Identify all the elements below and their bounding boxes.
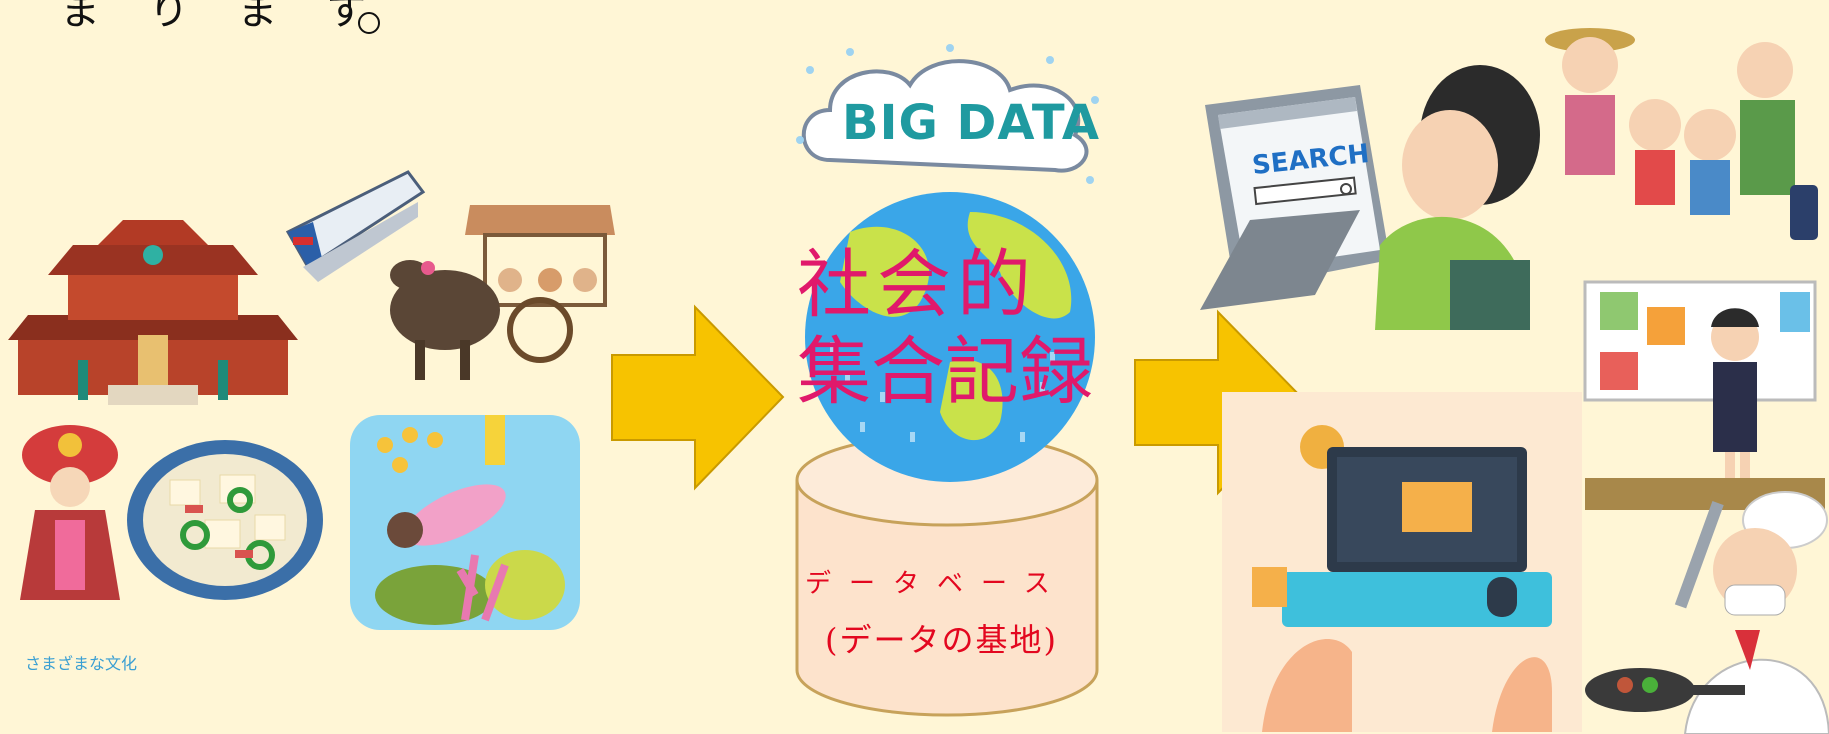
globe-icon (805, 192, 1095, 482)
globe-text-line2: 集合記録 (797, 329, 1093, 415)
monorail-icon (285, 170, 426, 282)
designer-laptop-icon (1222, 392, 1582, 732)
arrow-right-icon (611, 304, 785, 491)
big-data-cloud-icon (796, 44, 1099, 184)
big-data-label: BIG DATA (842, 95, 1100, 151)
db-label-line2: (データの基地) (825, 621, 1058, 659)
diver-icon (350, 415, 580, 630)
hiking-family-icon (1545, 28, 1818, 240)
search-box-icon (1253, 176, 1357, 206)
top-caption: ま り ま す (60, 0, 385, 34)
shuri-castle-icon (8, 220, 298, 405)
globe-text-line1: 社会的 (797, 242, 1037, 328)
champuru-dish-icon (127, 440, 323, 600)
db-label-line1: データベース (805, 569, 1068, 599)
teacher-icon (1583, 280, 1817, 497)
culture-label: さまざまな文化 (25, 654, 138, 673)
water-buffalo-cart-icon (390, 205, 615, 380)
laptop-search-icon (1200, 65, 1540, 330)
chef-icon (1585, 491, 1829, 734)
ryukyu-dancer-icon (20, 425, 120, 600)
period-mark (358, 12, 380, 34)
